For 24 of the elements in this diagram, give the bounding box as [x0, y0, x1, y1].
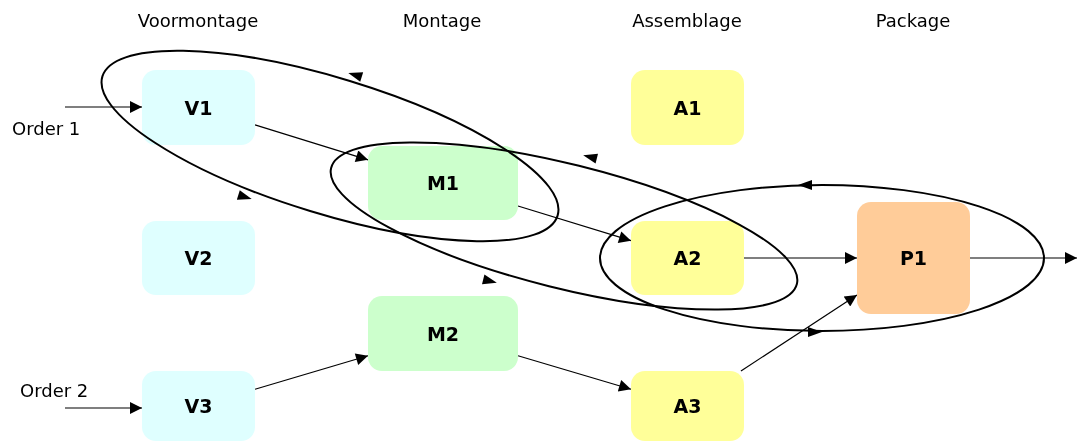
arrow	[254, 124, 369, 163]
arrow	[743, 252, 858, 264]
column-header: Voormontage	[137, 10, 259, 31]
arrow	[64, 101, 143, 113]
arrow	[517, 205, 632, 243]
arrow	[517, 355, 632, 392]
column-header: Package	[875, 10, 951, 31]
order-label: Order 1	[12, 118, 81, 139]
process-box: M1	[368, 146, 518, 220]
arrow	[740, 294, 858, 372]
order-label: Order 2	[20, 380, 89, 401]
arrow	[969, 252, 1077, 264]
process-box: V3	[142, 371, 255, 441]
process-box: A3	[631, 371, 744, 441]
process-box: A2	[631, 221, 744, 295]
arrow	[254, 353, 369, 390]
process-box: P1	[857, 202, 970, 314]
column-header: Montage	[402, 10, 482, 31]
process-box: M2	[368, 296, 518, 371]
process-box: V2	[142, 221, 255, 295]
process-box: V1	[142, 70, 255, 145]
column-header: Assemblage	[632, 10, 742, 31]
process-box: A1	[631, 70, 744, 145]
arrow	[64, 402, 143, 414]
